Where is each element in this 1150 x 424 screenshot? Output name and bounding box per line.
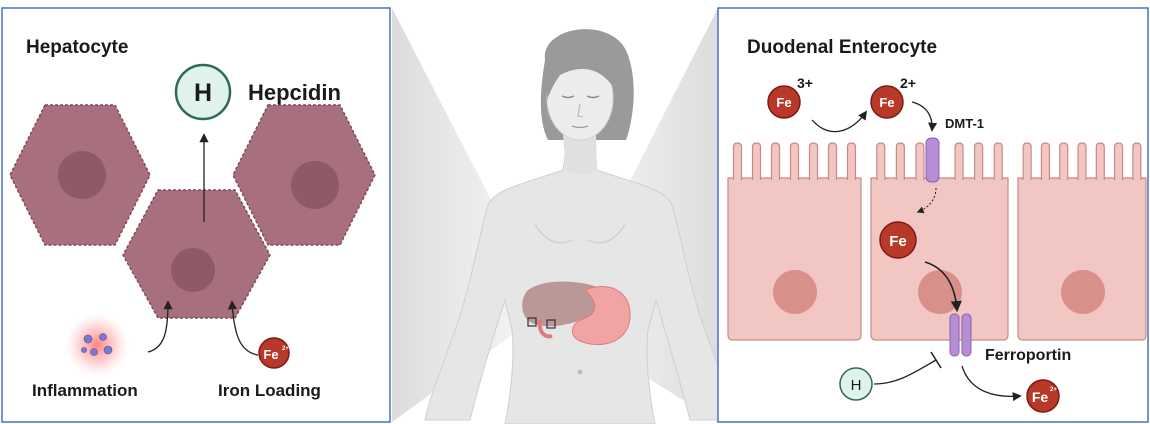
enterocyte-cell-center [871, 178, 1008, 340]
iron-loading-charge: 2+ [282, 346, 289, 352]
hepcidin-symbol: H [194, 79, 212, 107]
hepatocyte-nucleus-center [171, 248, 215, 292]
dmt1-label: DMT-1 [945, 116, 984, 131]
exported-fe-symbol: Fe [1032, 389, 1049, 405]
enterocyte-nucleus-left [773, 270, 817, 314]
dmt1-transporter [926, 138, 939, 182]
ferroportin-label: Ferroportin [985, 347, 1071, 364]
hepcidin-small-symbol: H [851, 377, 862, 394]
microvillus [1115, 143, 1123, 180]
enterocyte-cell-left [728, 178, 861, 340]
microvillus [877, 143, 885, 180]
hepatocyte-nucleus-right [291, 161, 339, 209]
microvillus [810, 143, 818, 180]
fe3-symbol: Fe [776, 95, 791, 110]
microvillus [994, 143, 1002, 180]
microvillus [734, 143, 742, 180]
microvillus [1041, 143, 1049, 180]
enterocyte-cells [728, 178, 1146, 340]
iron-loading-label: Iron Loading [218, 381, 321, 400]
fe2-symbol: Fe [879, 95, 894, 110]
iron-loading-fe: Fe [263, 347, 278, 362]
microvillus [829, 143, 837, 180]
microvillus [916, 143, 924, 180]
microvillus [975, 143, 983, 180]
microvillus [1096, 143, 1104, 180]
hepatocyte-title: Hepatocyte [26, 37, 128, 58]
microvillus [896, 143, 904, 180]
inflammation-glow [65, 313, 129, 377]
microvillus [955, 143, 963, 180]
microvillus [1133, 143, 1141, 180]
microvillus [1060, 143, 1068, 180]
hepatocyte-nucleus-left [58, 151, 106, 199]
microvillus [753, 143, 761, 180]
enterocyte-title: Duodenal Enterocyte [747, 37, 937, 58]
exported-fe-charge: 2+ [1050, 387, 1057, 393]
microvillus [848, 143, 856, 180]
fe2-charge: 2+ [900, 75, 916, 91]
hepcidin-label: Hepcidin [248, 80, 341, 105]
intracellular-fe-symbol: Fe [889, 233, 907, 250]
enterocyte-nucleus-center [918, 270, 962, 314]
fe3-charge: 3+ [797, 75, 813, 91]
inflammation-label: Inflammation [32, 381, 138, 400]
enterocyte-cell-right [1018, 178, 1146, 340]
microvillus [1023, 143, 1031, 180]
microvillus [791, 143, 799, 180]
microvillus [772, 143, 780, 180]
microvillus [1078, 143, 1086, 180]
enterocyte-nucleus-right [1061, 270, 1105, 314]
